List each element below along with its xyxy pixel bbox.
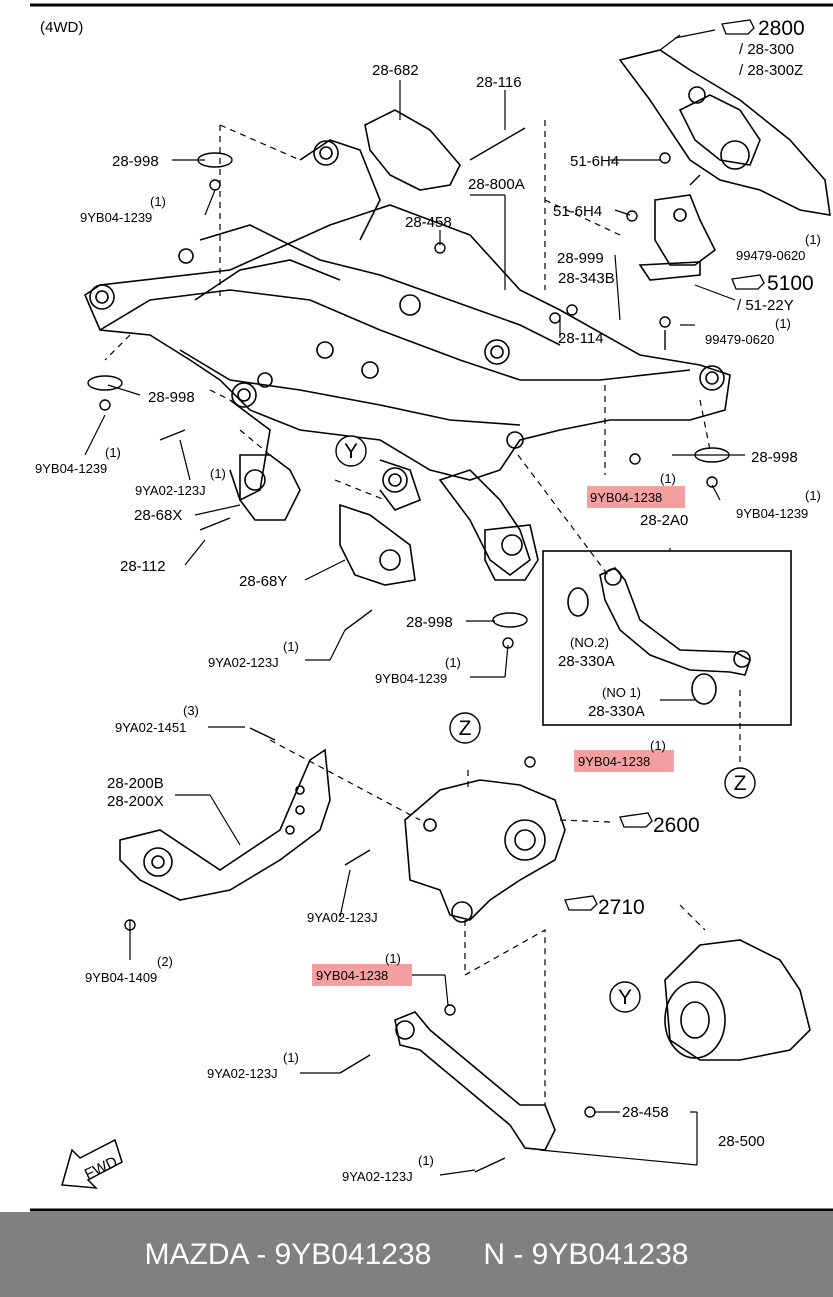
part-label-99479-0620: 99479-0620 <box>736 248 805 263</box>
part-label-9ya02-123j: 9YA02-123J <box>342 1169 413 1184</box>
part-label-51-6h4: 51-6H4 <box>570 153 619 170</box>
part-label-28-2a0: 28-2A0 <box>640 512 688 529</box>
knuckle-drawing <box>404 779 566 923</box>
part-label-28-998: 28-998 <box>406 614 453 631</box>
view-marker-z: Z <box>734 772 747 795</box>
qty-label: (1) <box>805 488 821 503</box>
highlight-box <box>312 964 412 986</box>
part-label-9yb04-1239: 9YB04-1239 <box>736 506 808 521</box>
view-marker-y: Y <box>344 440 358 463</box>
qty-label: (1) <box>660 471 676 486</box>
part-label-28-330a: 28-330A <box>558 653 615 670</box>
qty-label: (1) <box>775 316 791 331</box>
pointing-hand-icon <box>564 895 598 911</box>
section-ref-51-22y: / 51-22Y <box>737 297 794 314</box>
fwd-arrow-icon: FWD <box>61 1138 123 1189</box>
part-label-28-112: 28-112 <box>120 558 166 575</box>
crossmember-drawing <box>84 109 731 586</box>
qty-label: (2) <box>157 954 173 969</box>
bushing-drawing <box>664 939 811 1061</box>
part-label-28-343b: 28-343B <box>558 270 615 287</box>
section-ref-2710: 2710 <box>598 896 645 919</box>
part-label-28-998: 28-998 <box>751 449 798 466</box>
section-ref-5100: 5100 <box>767 272 814 295</box>
variant-label: (4WD) <box>40 19 83 36</box>
view-marker-z: Z <box>459 717 472 740</box>
trailing-link-drawing <box>119 748 331 901</box>
part-label-9ya02-123j: 9YA02-123J <box>307 910 378 925</box>
section-ref-28-300z: / 28-300Z <box>739 62 803 79</box>
stabilizer-link-drawing <box>638 194 717 281</box>
part-number-footer: MAZDA - 9YB041238 N - 9YB041238 <box>0 1212 833 1297</box>
qty-label: (1) <box>445 655 461 670</box>
qty-label: (3) <box>183 703 199 718</box>
part-label-28-682: 28-682 <box>372 62 419 79</box>
part-label-28-998: 28-998 <box>112 153 159 170</box>
footer-n-part-number: N - 9YB041238 <box>483 1237 689 1271</box>
part-label-28-116: 28-116 <box>476 74 522 91</box>
part-label-28-68y: 28-68Y <box>239 573 287 590</box>
qty-label: (1) <box>150 194 166 209</box>
part-label-9ya02-1451: 9YA02-1451 <box>115 720 186 735</box>
part-label-28-330a: 28-330A <box>588 703 645 720</box>
view-marker-circle <box>724 767 756 799</box>
qty-label: (1) <box>210 466 226 481</box>
part-label-no1: (NO 1) <box>602 685 641 700</box>
qty-label: (1) <box>283 1050 299 1065</box>
section-ref-icons <box>564 19 765 911</box>
qty-label: (1) <box>418 1153 434 1168</box>
part-label-28-458: 28-458 <box>405 214 452 231</box>
part-label-no2: (NO.2) <box>570 635 609 650</box>
qty-label: (1) <box>283 639 299 654</box>
lower-arm-drawing <box>618 49 831 216</box>
part-label-28-68x: 28-68X <box>134 507 182 524</box>
part-label-9ya02-123j: 9YA02-123J <box>135 483 206 498</box>
part-label-28-999: 28-999 <box>557 250 604 267</box>
detail-box <box>542 550 792 726</box>
pointing-hand-icon <box>721 19 755 35</box>
upper-arm-drawing <box>567 567 751 705</box>
view-markers: Y Z Z Y <box>335 435 756 1013</box>
part-label-28-200b: 28-200B <box>107 775 164 792</box>
part-label-28-800a: 28-800A <box>468 176 525 193</box>
leader-lines <box>84 29 745 1176</box>
part-label-99479-0620: 99479-0620 <box>705 332 774 347</box>
part-label-9yb04-1238: 9YB04-1238 <box>578 754 650 769</box>
highlight-box <box>587 486 685 508</box>
part-label-9yb04-1409: 9YB04-1409 <box>85 970 157 985</box>
part-label-9yb04-1238: 9YB04-1238 <box>590 490 662 505</box>
section-ref-28-300: / 28-300 <box>739 41 794 58</box>
pointing-hand-icon <box>731 274 765 290</box>
part-label-9yb04-1238: 9YB04-1238 <box>316 968 388 983</box>
footer-mazda-part-number: MAZDA - 9YB041238 <box>144 1237 432 1271</box>
view-marker-circle <box>335 435 367 467</box>
qty-label: (1) <box>385 951 401 966</box>
pointing-hand-icon <box>619 812 653 828</box>
parts-diagram: Y Z Z Y FWD (4WD) 2800 / 28-300 / 28-300… <box>30 3 833 1212</box>
qty-label: (1) <box>105 445 121 460</box>
highlight-box <box>574 750 674 772</box>
part-label-28-114: 28-114 <box>558 330 604 347</box>
view-marker-circle <box>449 712 481 744</box>
section-ref-2800: 2800 <box>758 17 805 40</box>
part-label-9yb04-1239: 9YB04-1239 <box>375 671 447 686</box>
qty-label: (1) <box>805 232 821 247</box>
lateral-link-drawing <box>394 1011 556 1151</box>
view-marker-circle <box>609 981 641 1013</box>
section-ref-2600: 2600 <box>653 814 700 837</box>
view-marker-y: Y <box>618 986 632 1009</box>
qty-label: (1) <box>650 738 666 753</box>
part-label-28-458: 28-458 <box>622 1104 669 1121</box>
part-label-9yb04-1239: 9YB04-1239 <box>80 210 152 225</box>
part-label-28-200x: 28-200X <box>107 793 164 810</box>
part-label-51-6h4: 51-6H4 <box>553 203 602 220</box>
hardware-parts <box>87 127 730 1173</box>
part-label-9ya02-123j: 9YA02-123J <box>208 655 279 670</box>
part-label-9yb04-1239: 9YB04-1239 <box>35 461 107 476</box>
part-label-9ya02-123j: 9YA02-123J <box>207 1066 278 1081</box>
part-label-28-500: 28-500 <box>718 1133 765 1150</box>
part-label-28-998: 28-998 <box>148 389 195 406</box>
